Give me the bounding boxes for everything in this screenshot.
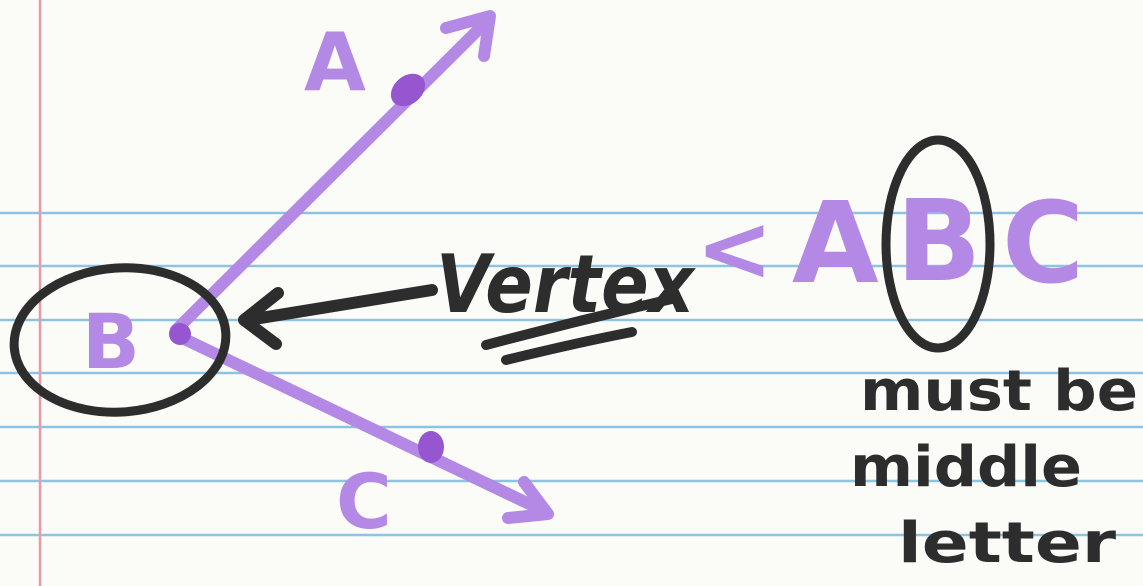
ray-bc (170, 329, 554, 524)
point-c-dot (418, 431, 444, 463)
note-line-2: middle (850, 435, 1082, 500)
vertex-underline (481, 293, 681, 365)
label-c: C (336, 457, 392, 546)
angle-name-last: C (1002, 179, 1084, 309)
angle-name-middle: B (896, 177, 981, 307)
point-a-dot (390, 73, 426, 107)
label-b: B (82, 297, 140, 386)
vertex-arrow (238, 284, 438, 350)
vertex-dot (169, 323, 191, 345)
angle-symbol: < (696, 195, 773, 302)
note-line-3: letter (898, 511, 1116, 576)
label-a: A (304, 16, 366, 109)
note-line-1: must be (860, 359, 1138, 424)
ray-ba (170, 10, 496, 336)
angle-name-first: A (792, 179, 879, 309)
vertex-word: Vertex (436, 238, 696, 331)
vertex-circle (9, 263, 231, 417)
middle-letter-oval (881, 135, 995, 353)
